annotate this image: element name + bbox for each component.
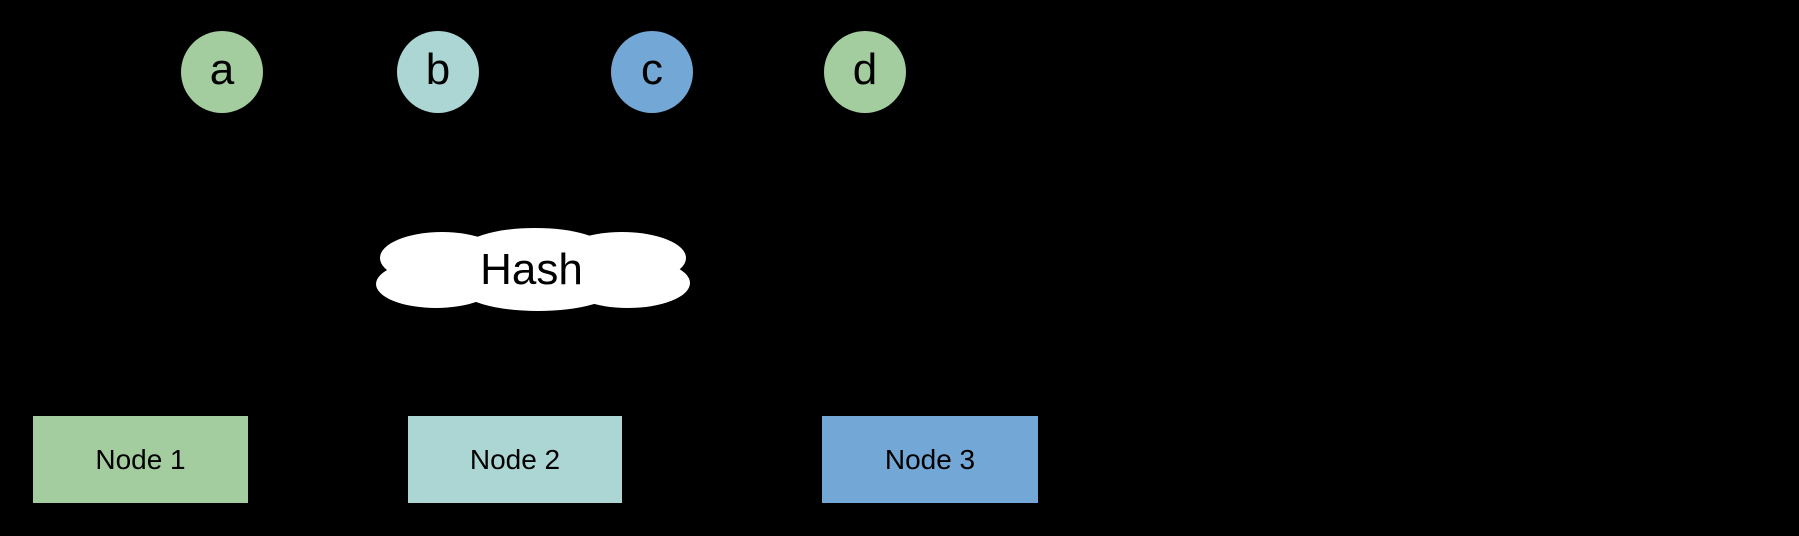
node-rect-1: Node 1 [33, 416, 248, 503]
key-circle-b: b [397, 31, 479, 113]
node-rect-2: Node 2 [408, 416, 622, 503]
key-circle-c: c [611, 31, 693, 113]
key-circle-d: d [824, 31, 906, 113]
key-circle-a: a [181, 31, 263, 113]
cloud-icon [376, 228, 690, 311]
node-label-2: Node 2 [469, 443, 561, 475]
key-label-b: b [425, 45, 451, 94]
key-label-c: c [641, 45, 663, 94]
hash-label: Hash [480, 245, 583, 294]
node-label-3: Node 3 [884, 443, 976, 475]
key-label-d: d [852, 45, 878, 94]
hash-cloud: Hash [370, 228, 693, 312]
key-label-a: a [209, 45, 235, 94]
node-rect-3: Node 3 [822, 416, 1038, 503]
node-label-1: Node 1 [95, 443, 186, 475]
